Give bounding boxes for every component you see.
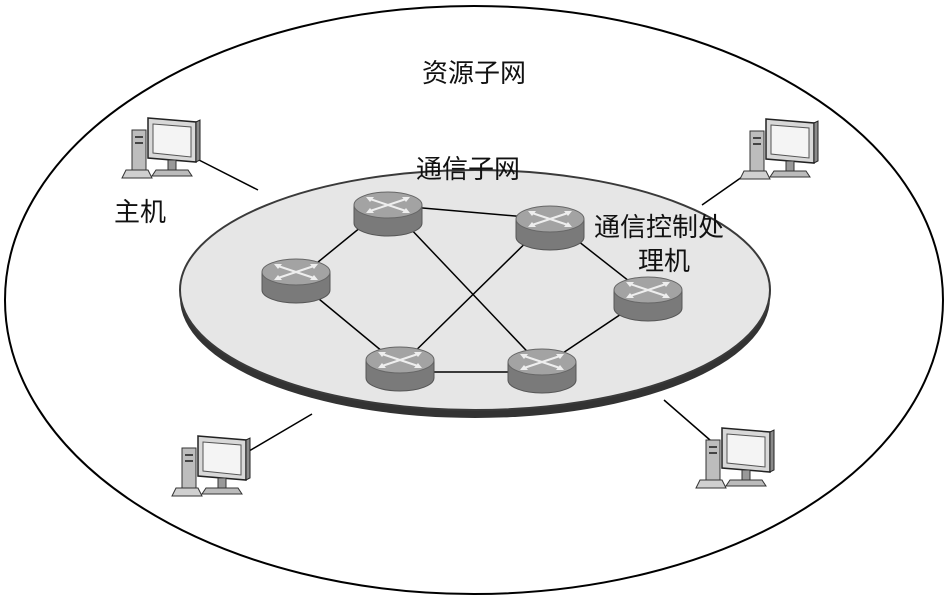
host-label: 主机: [114, 198, 166, 228]
router-icon: [515, 205, 585, 251]
host-link-3: [243, 413, 313, 455]
comm-processor-label-line2: 理机: [638, 247, 690, 277]
communication-subnet-label: 通信子网: [416, 155, 520, 185]
comm-processor-label-line1: 通信控制处: [594, 213, 724, 243]
router-icon: [261, 258, 331, 304]
router-icon: [365, 346, 435, 392]
host-link-4: [663, 399, 711, 441]
host-link-1: [194, 157, 259, 191]
router-icon: [507, 348, 577, 394]
communication-subnet: [179, 169, 771, 418]
resource-subnet-label: 资源子网: [422, 59, 526, 89]
router-icon: [613, 276, 683, 322]
router-icon: [353, 191, 423, 237]
